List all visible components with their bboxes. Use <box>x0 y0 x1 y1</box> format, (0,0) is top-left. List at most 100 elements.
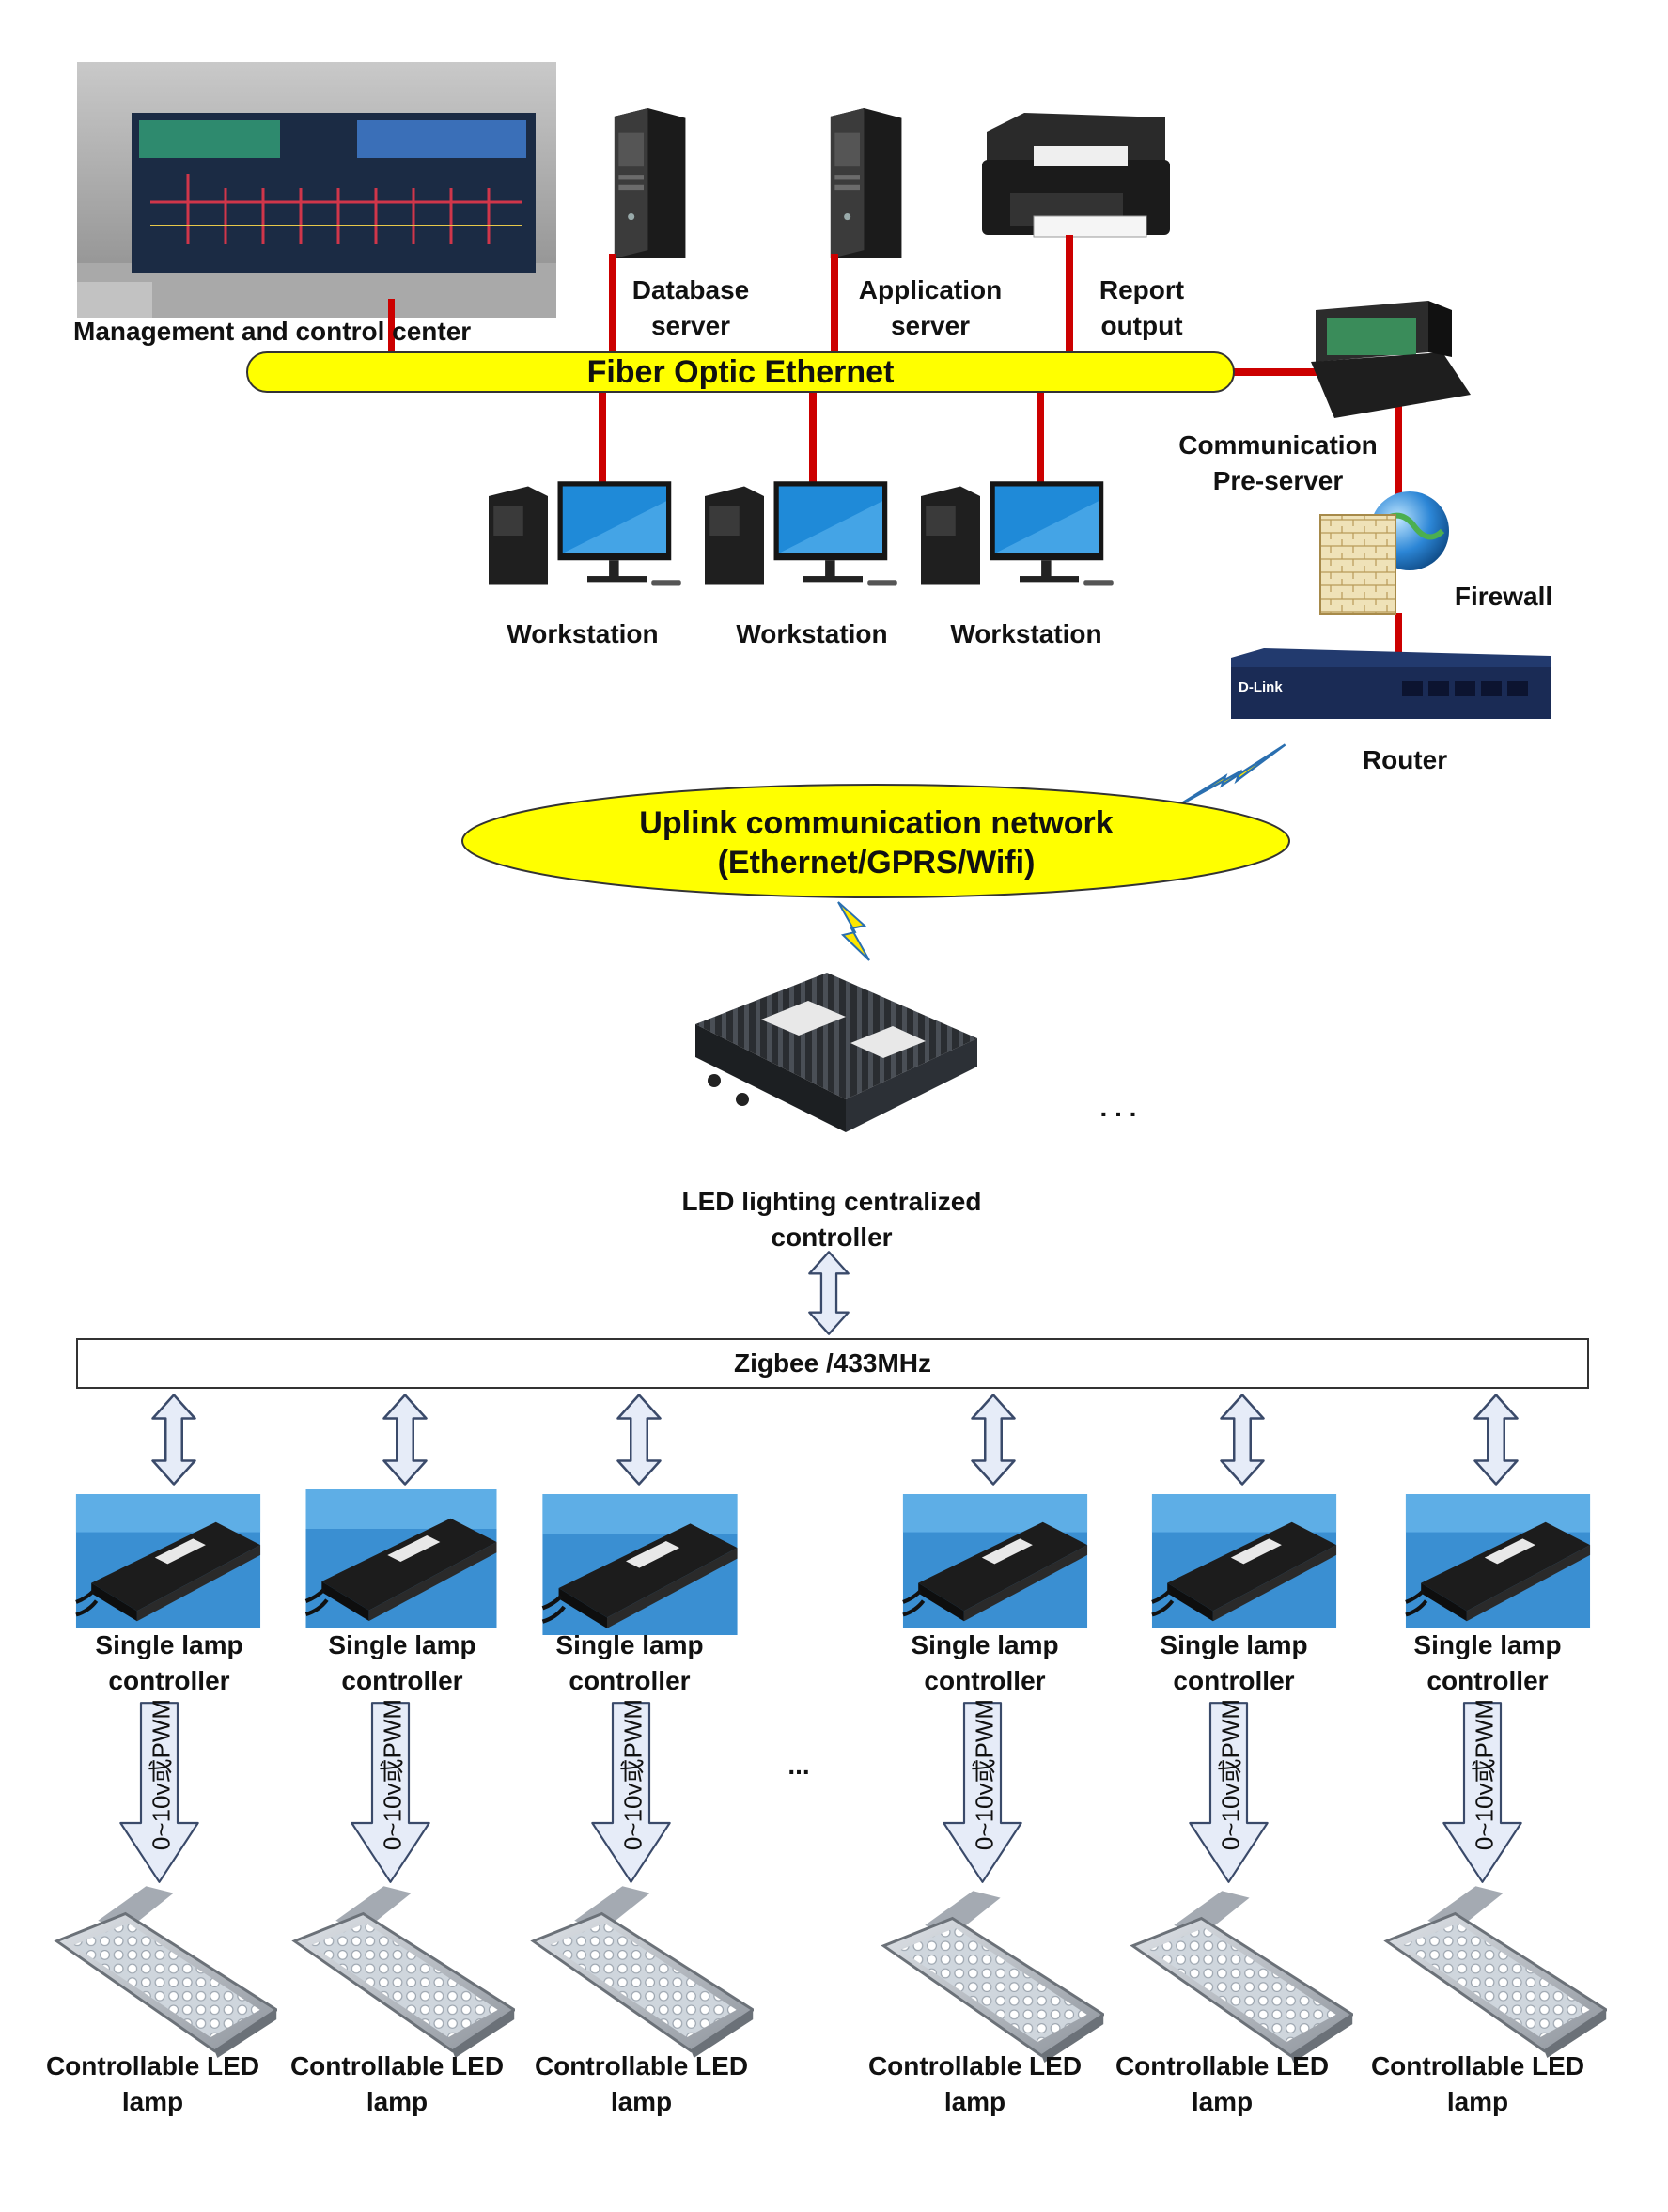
database-server-label-line1: Database <box>631 275 750 304</box>
bidirectional-arrow <box>971 1394 1016 1486</box>
uplink-network-ellipse <box>461 784 1290 898</box>
led-lamp-label: Controllable LED lamp <box>860 2048 1090 2120</box>
controller-label-line2: controller <box>341 1666 463 1695</box>
led-lamp-label: Controllable LED lamp <box>1363 2048 1593 2120</box>
controller-label-line2: controller <box>1426 1666 1549 1695</box>
concentrator-label-line1: LED lighting centralized <box>681 1187 982 1216</box>
router-brand-label: D-Link <box>1239 679 1283 695</box>
lightning-signal-icon <box>837 901 870 961</box>
router-label: Router <box>1362 745 1448 774</box>
fiber-links <box>388 235 1402 667</box>
led-street-lamp-icon <box>881 1889 1104 2063</box>
communication-pre-server-label-line1: Communication <box>1178 430 1378 460</box>
workstation-icon <box>921 481 1114 586</box>
rack-server-icon <box>1311 301 1471 418</box>
led-street-lamp-icon <box>531 1884 754 2058</box>
controller-label-line1: Single lamp <box>1160 1630 1308 1659</box>
database-server-label-line2: server <box>650 311 731 340</box>
led-lamp-label-line1: Controllable LED <box>1115 2051 1330 2080</box>
ellipsis: ... <box>787 1751 810 1780</box>
pwm-signal-label: 0~10v或PWM <box>378 1698 407 1851</box>
bidirectional-arrow <box>1473 1394 1519 1486</box>
controller-label-line1: Single lamp <box>911 1630 1059 1659</box>
led-lamp-label: Controllable LED lamp <box>282 2048 512 2120</box>
controller-label: Single lamp controller <box>881 1628 1088 1699</box>
fiber-optic-bus <box>246 351 1235 393</box>
communication-pre-server-label-line2: Pre-server <box>1212 466 1344 495</box>
led-street-lamp-icon <box>1130 1889 1353 2063</box>
bidirectional-arrow <box>382 1394 428 1486</box>
firewall-globe-icon <box>1319 491 1449 615</box>
communication-pre-server-label: Communication Pre-server <box>1156 428 1400 499</box>
management-center-label: Management and control center <box>73 317 472 346</box>
controller-label-line2: controller <box>569 1666 691 1695</box>
workstation-icon <box>489 481 681 586</box>
led-street-lamp-icon <box>55 1884 277 2058</box>
lamp-controller-icon <box>76 1494 260 1628</box>
workstation-icon <box>705 481 897 586</box>
led-street-lamp-icon <box>1384 1884 1607 2058</box>
led-lamp-label-line2: lamp <box>1446 2087 1509 2116</box>
led-lamp-label-line1: Controllable LED <box>1370 2051 1585 2080</box>
controller-label: Single lamp controller <box>526 1628 733 1699</box>
concentrator-label: LED lighting centralized controller <box>658 1184 1005 1255</box>
zigbee-bus-label: Zigbee /433MHz <box>733 1348 932 1378</box>
controller-label-line1: Single lamp <box>1413 1630 1562 1659</box>
control-room-photo <box>77 62 556 318</box>
uplink-network-label-line1: Uplink communication network <box>639 805 1114 841</box>
report-output-label-line1: Report <box>1099 275 1185 304</box>
lamp-controller-icon <box>306 1489 497 1628</box>
pwm-signal-label: 0~10v或PWM <box>618 1698 647 1851</box>
bidirectional-arrow <box>616 1394 662 1486</box>
led-street-lamp-icon <box>292 1884 515 2058</box>
uplink-network-label: Uplink communication network (Ethernet/G… <box>489 803 1264 882</box>
led-lamp-label-line1: Controllable LED <box>45 2051 260 2080</box>
application-server-label-line2: server <box>890 311 971 340</box>
concentrator-label-line2: controller <box>771 1223 893 1252</box>
controller-label-line1: Single lamp <box>328 1630 476 1659</box>
led-lamp-label-line1: Controllable LED <box>867 2051 1083 2080</box>
router-icon <box>1231 648 1551 719</box>
printer-icon <box>982 113 1170 238</box>
controller-label-line1: Single lamp <box>555 1630 704 1659</box>
led-lamp-label: Controllable LED lamp <box>526 2048 756 2120</box>
led-lamp-label: Controllable LED lamp <box>38 2048 268 2120</box>
led-lamp-label-line2: lamp <box>366 2087 429 2116</box>
led-lamp-label-line2: lamp <box>610 2087 673 2116</box>
report-output-label-line2: output <box>1100 311 1183 340</box>
led-lamp-label-line1: Controllable LED <box>534 2051 749 2080</box>
lamp-controller-icon <box>903 1494 1087 1628</box>
controller-label-line2: controller <box>1173 1666 1295 1695</box>
fiber-optic-bus-label: Fiber Optic Ethernet <box>586 354 895 390</box>
lamp-controller-icon <box>542 1494 737 1635</box>
bidirectional-arrow <box>808 1251 850 1335</box>
controller-label-line1: Single lamp <box>95 1630 243 1659</box>
database-server-icon <box>614 108 686 258</box>
uplink-network-label-line2: (Ethernet/GPRS/Wifi) <box>717 845 1036 880</box>
bidirectional-arrow <box>1220 1394 1265 1486</box>
led-lamp-label-line2: lamp <box>121 2087 184 2116</box>
led-lamp-label: Controllable LED lamp <box>1107 2048 1337 2120</box>
firewall-label: Firewall <box>1454 582 1553 611</box>
led-lamp-label-line1: Controllable LED <box>289 2051 505 2080</box>
controller-label: Single lamp controller <box>1384 1628 1591 1699</box>
concentrator-box-icon <box>695 973 977 1132</box>
ellipsis: . . . <box>1099 1093 1137 1122</box>
report-output-label: Report output <box>1081 273 1203 344</box>
controller-label-line2: controller <box>924 1666 1046 1695</box>
lamp-controller-icon <box>1152 1494 1336 1628</box>
lightning-signal-icon <box>1175 743 1286 809</box>
workstation-label: Workstation <box>507 619 659 648</box>
bidirectional-arrow <box>151 1394 196 1486</box>
pwm-signal-label: 0~10v或PWM <box>1470 1698 1499 1851</box>
pwm-signal-label: 0~10v或PWM <box>970 1698 999 1851</box>
application-server-label-line1: Application <box>858 275 1003 304</box>
pwm-signal-label: 0~10v或PWM <box>1216 1698 1245 1851</box>
pwm-signal-label: 0~10v或PWM <box>147 1698 176 1851</box>
controller-label: Single lamp controller <box>66 1628 273 1699</box>
zigbee-bus <box>76 1338 1589 1389</box>
led-lamp-label-line2: lamp <box>1191 2087 1254 2116</box>
application-server-icon <box>830 108 902 258</box>
workstation-label: Workstation <box>950 619 1102 648</box>
